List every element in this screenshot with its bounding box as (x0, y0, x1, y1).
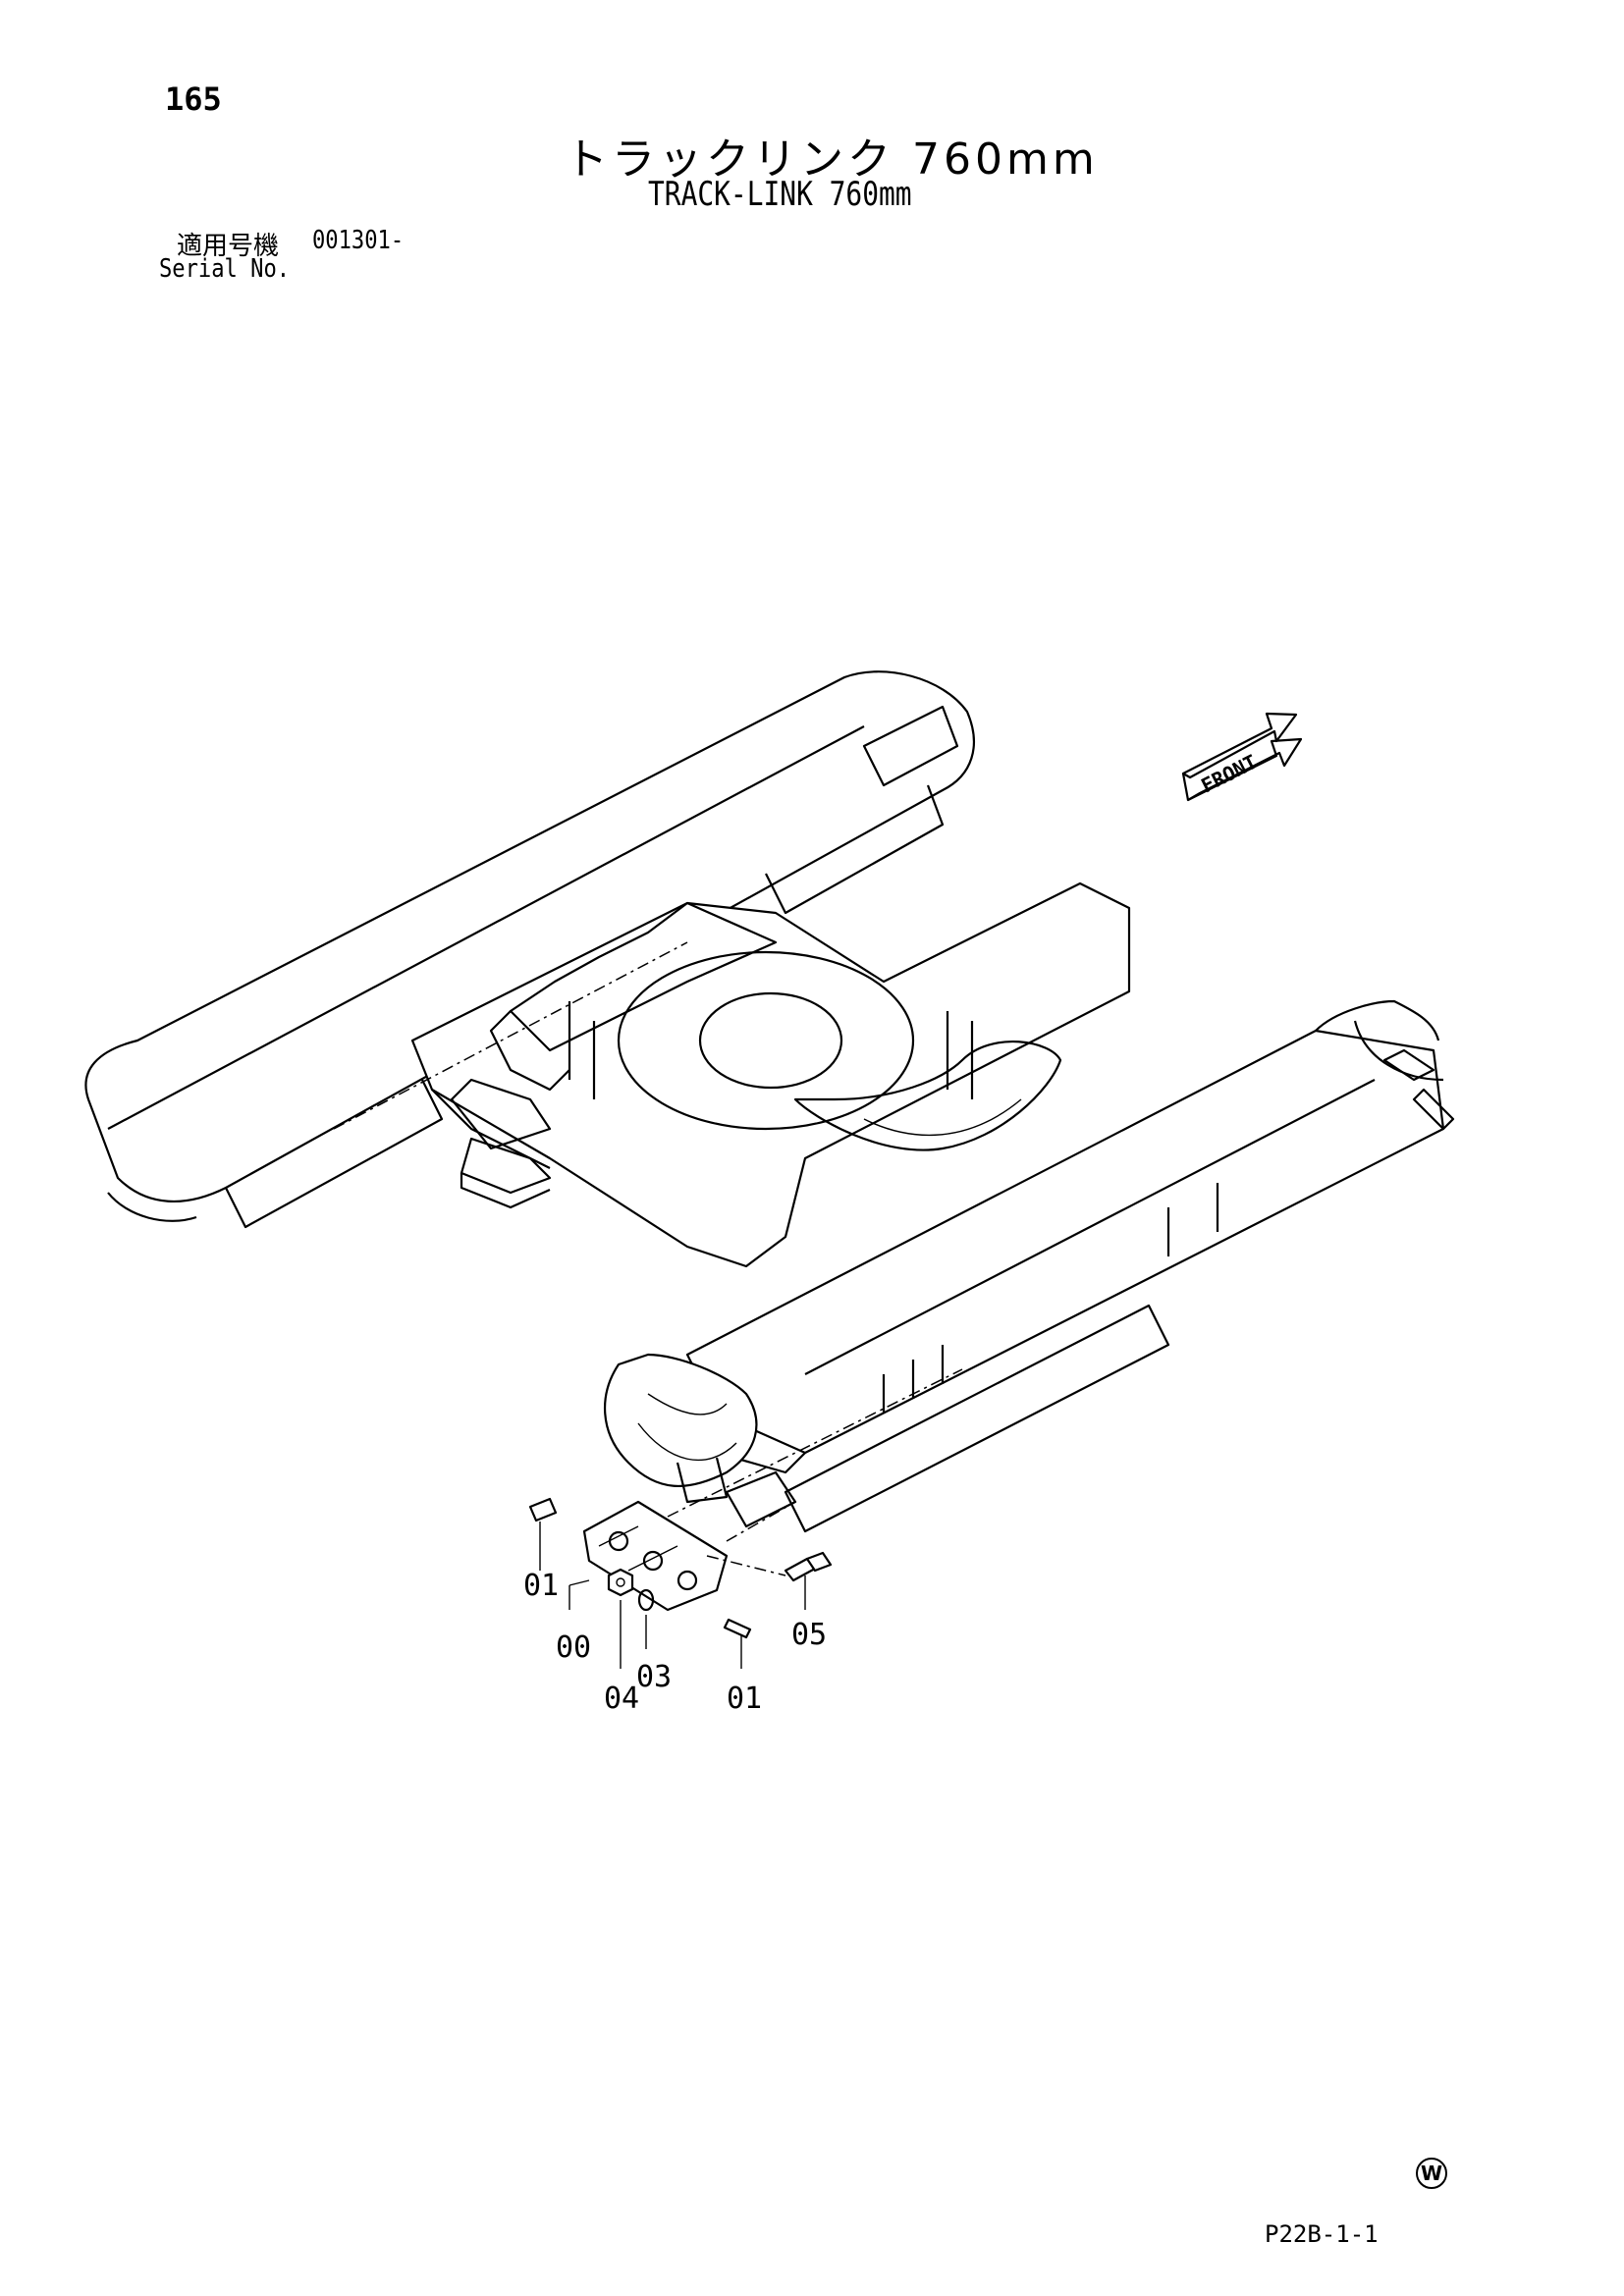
track-link-part (582, 1500, 729, 1612)
washer-part (637, 1588, 655, 1612)
page-title-japanese: トラックリンク 760mm (565, 134, 1099, 185)
nut-part (607, 1568, 634, 1597)
document-code: P22B-1-1 (1265, 2220, 1379, 2248)
callout-labels: 01 00 04 03 01 05 (523, 1569, 827, 1716)
front-direction-arrow: FRONT (1181, 712, 1303, 802)
callout-05: 05 (791, 1618, 827, 1652)
exploded-track-link-assembly (528, 1497, 833, 1669)
corner-mark-circled-w: W (1416, 2158, 1447, 2189)
track-frame-body (410, 881, 1131, 1268)
page-title-english: TRACK-LINK 760mm (648, 175, 912, 214)
upper-track-chain (84, 670, 975, 1229)
callout-00: 00 (556, 1630, 591, 1665)
near-side-track-frame (333, 941, 1455, 1533)
pin-part (528, 1497, 558, 1522)
callout-01-lower: 01 (727, 1682, 762, 1716)
serial-number-value: 001301- (312, 226, 405, 255)
callout-03: 03 (636, 1660, 672, 1694)
pin-part (723, 1618, 752, 1639)
callout-04: 04 (604, 1682, 639, 1716)
serial-label-japanese: 適用号機 (177, 232, 280, 261)
serial-label-english: Serial No. (159, 254, 291, 284)
page-number: 165 (165, 80, 222, 118)
callout-01-upper: 01 (523, 1569, 559, 1603)
